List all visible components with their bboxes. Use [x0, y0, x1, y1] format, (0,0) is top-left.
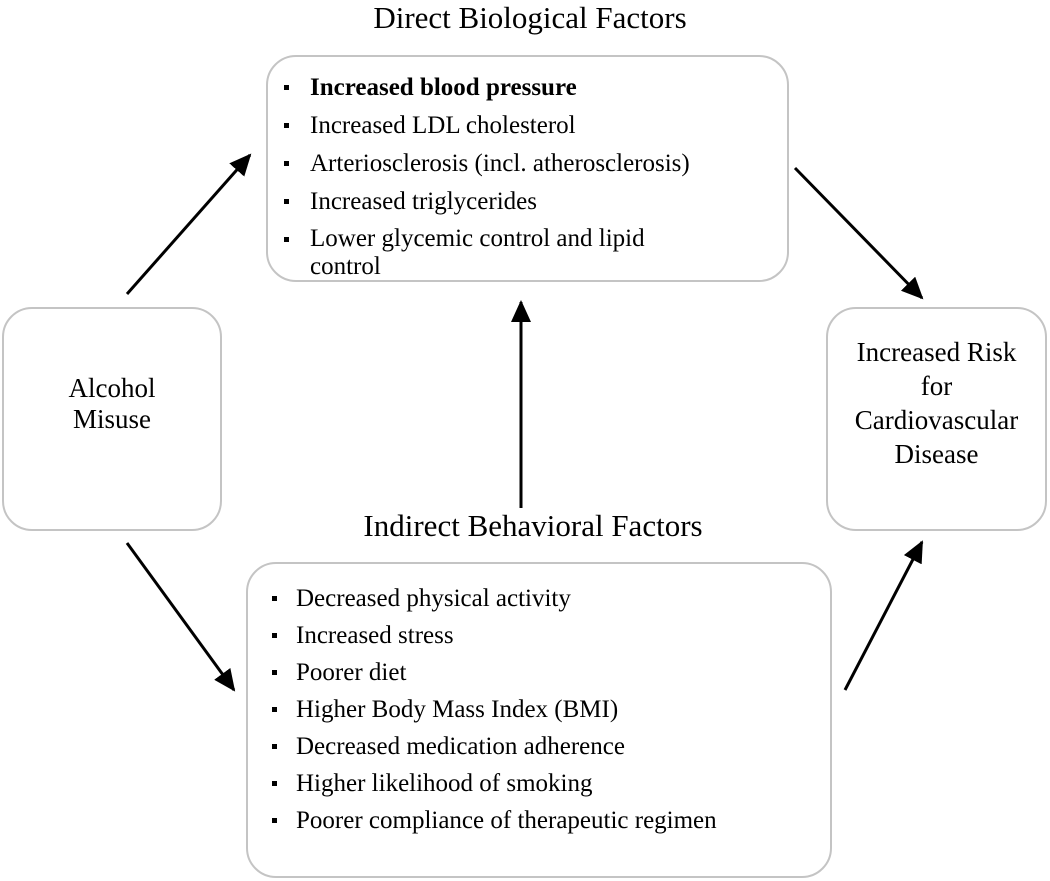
list-item: Increased blood pressure: [268, 73, 787, 103]
bullet-icon: [284, 85, 289, 90]
direct-factors-box: Increased blood pressure Increased LDL c…: [266, 55, 789, 282]
item-text: Lower glycemic control and lipid control: [310, 225, 645, 280]
item-text: Higher likelihood of smoking: [296, 770, 593, 797]
indirect-factors-title: Indirect Behavioral Factors: [363, 508, 703, 543]
bullet-icon: [272, 707, 277, 712]
item-text: Arteriosclerosis (incl. atherosclerosis): [310, 150, 690, 177]
bullet-icon: [284, 237, 289, 242]
direct-factors-list: Increased blood pressure Increased LDL c…: [268, 73, 787, 281]
bullet-icon: [272, 818, 277, 823]
bullet-icon: [272, 596, 277, 601]
list-item: Increased LDL cholesterol: [268, 111, 787, 141]
item-text: Decreased medication adherence: [296, 733, 625, 760]
list-item: Decreased medication adherence: [248, 732, 830, 762]
bullet-icon: [272, 744, 277, 749]
bullet-icon: [284, 199, 289, 204]
risk-label-line: Cardiovascular: [854, 405, 1019, 435]
bullet-icon: [284, 123, 289, 128]
list-item: Decreased physical activity: [248, 584, 830, 614]
list-item: Lower glycemic control and lipid control: [268, 225, 710, 281]
arrow-direct-to-risk: [793, 166, 924, 300]
item-text: Poorer diet: [296, 659, 407, 686]
alcohol-label-line: Misuse: [72, 404, 151, 434]
list-item: Higher Body Mass Index (BMI): [248, 695, 830, 725]
item-text: Increased LDL cholesterol: [310, 112, 576, 139]
item-text: Increased stress: [296, 622, 454, 649]
bullet-icon: [272, 781, 277, 786]
bullet-icon: [272, 670, 277, 675]
bullet-icon: [272, 633, 277, 638]
risk-label-line: Increased Risk: [856, 337, 1017, 367]
bullet-icon: [284, 161, 289, 166]
cvd-risk-label: Increased Risk for Cardiovascular Diseas…: [828, 335, 1045, 471]
item-text: Poorer compliance of therapeutic regimen: [296, 807, 717, 834]
alcohol-misuse-box: Alcohol Misuse: [2, 307, 222, 531]
list-item: Arteriosclerosis (incl. atherosclerosis): [268, 149, 787, 179]
alcohol-misuse-label: Alcohol Misuse: [4, 373, 220, 435]
list-item: Increased stress: [248, 621, 830, 651]
list-item: Increased triglycerides: [268, 187, 787, 217]
indirect-factors-box: Decreased physical activity Increased st…: [246, 562, 832, 878]
alcohol-label-line: Alcohol: [68, 373, 156, 403]
risk-label-line: for: [920, 371, 953, 401]
arrow-alcohol-to-direct: [125, 153, 252, 295]
risk-label-line: Disease: [894, 439, 979, 469]
item-text: Higher Body Mass Index (BMI): [296, 696, 619, 723]
list-item: Poorer compliance of therapeutic regimen: [248, 806, 830, 836]
list-item: Poorer diet: [248, 658, 830, 688]
item-text: Increased triglycerides: [310, 188, 537, 215]
list-item: Higher likelihood of smoking: [248, 769, 830, 799]
arrow-indirect-to-risk: [843, 540, 924, 691]
indirect-factors-list: Decreased physical activity Increased st…: [248, 584, 830, 836]
arrow-alcohol-to-indirect: [125, 542, 236, 692]
item-text: Decreased physical activity: [296, 585, 571, 612]
item-text: Increased blood pressure: [310, 74, 577, 101]
direct-factors-title: Direct Biological Factors: [373, 0, 687, 35]
cvd-risk-box: Increased Risk for Cardiovascular Diseas…: [826, 307, 1047, 531]
